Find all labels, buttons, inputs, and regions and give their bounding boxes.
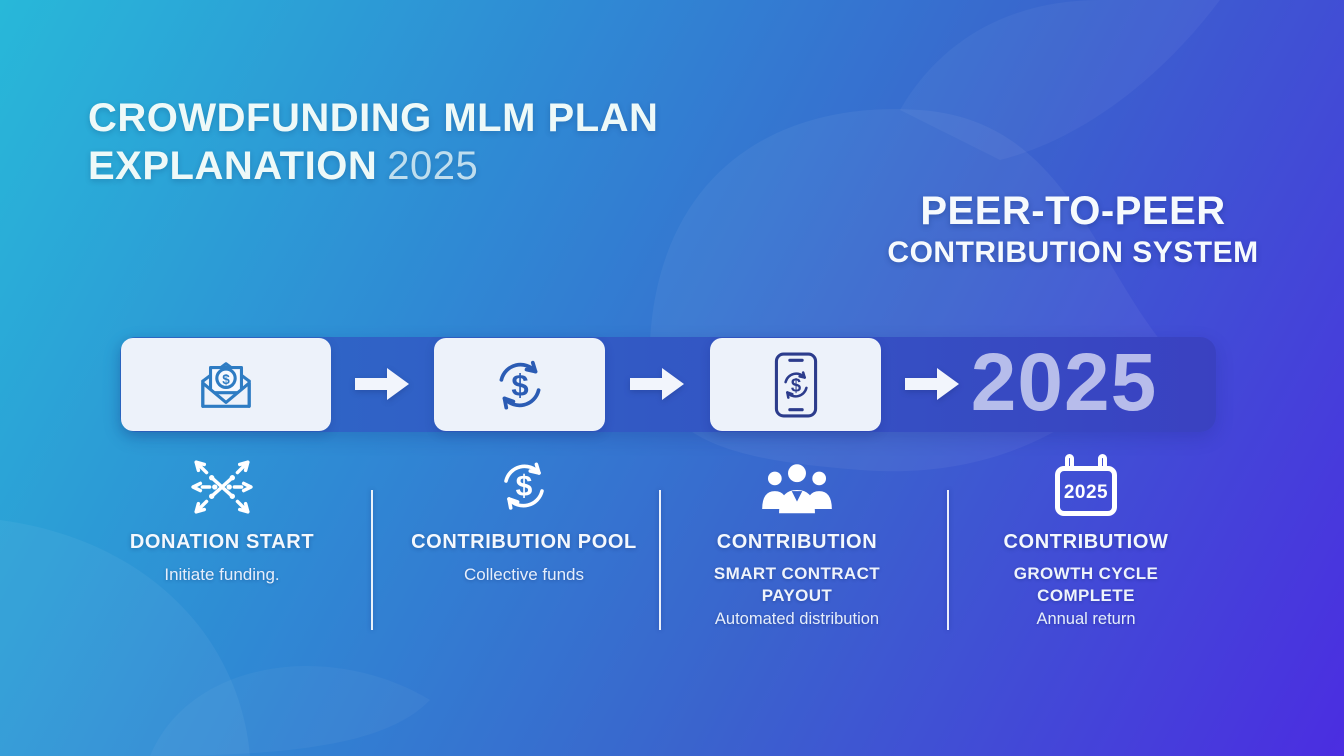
column-title: DONATION START <box>129 531 315 553</box>
dollar-cycle-icon: $ <box>384 450 664 516</box>
dollar-glyph: $ <box>222 372 230 387</box>
calendar-body: 2025 <box>1055 466 1117 516</box>
dollar-glyph: $ <box>516 470 533 503</box>
title-line-1: CROWDFUNDING MLM PLAN <box>88 96 659 140</box>
title-line-2-text: EXPLANATION <box>88 144 378 188</box>
network-arrows-icon <box>82 450 362 516</box>
column-donation-start: DONATION START Initiate funding. <box>82 450 362 585</box>
column-description: Annual return <box>1036 610 1136 628</box>
column-contribution-pool: $ CONTRIBUTION POOL Collective funds <box>384 450 664 585</box>
timeline-step-donation: $ <box>121 338 331 431</box>
column-description: Collective funds <box>463 565 584 584</box>
column-contribution: CONTRIBUTION SMART CONTRACT PAYOUT Autom… <box>657 450 937 629</box>
column-description: Automated distribution <box>714 610 880 628</box>
headline-line-2: CONTRIBUTION SYSTEM <box>887 236 1259 269</box>
timeline-year: 2025 <box>970 337 1158 428</box>
column-divider <box>371 490 373 630</box>
right-arrow-icon <box>901 362 963 406</box>
column-subtitle: GROWTH CYCLE COMPLETE <box>1013 564 1159 605</box>
column-title: CONTRIBUTION POOL <box>411 531 637 553</box>
column-subtitle: SMART CONTRACT PAYOUT <box>713 564 881 605</box>
headline: PEER-TO-PEER CONTRIBUTION SYSTEM <box>883 188 1263 272</box>
people-group-icon <box>657 450 937 516</box>
column-description: Initiate funding. <box>164 565 280 584</box>
column-divider <box>947 490 949 630</box>
dollar-glyph: $ <box>790 374 800 395</box>
calendar-year: 2025 <box>1063 481 1109 503</box>
column-title: CONTRIBUTION <box>716 531 878 553</box>
dollar-glyph: $ <box>511 367 528 402</box>
headline-line-1: PEER-TO-PEER <box>920 189 1226 233</box>
right-arrow-icon <box>626 362 688 406</box>
envelope-dollar-icon: $ <box>201 361 251 408</box>
column-divider <box>659 490 661 630</box>
dollar-cycle-icon: $ <box>499 360 540 409</box>
timeline-step-payout: $ <box>710 338 881 431</box>
right-arrow-icon <box>351 362 413 406</box>
timeline-step-pool: $ <box>434 338 605 431</box>
column-growth-cycle: 2025 CONTRIBUTIOW GROWTH CYCLE COMPLETE … <box>946 450 1226 629</box>
title-year: 2025 <box>387 144 479 188</box>
column-title: CONTRIBUTIOW <box>1003 531 1169 553</box>
calendar-icon: 2025 <box>946 450 1226 516</box>
phone-dollar-icon: $ <box>774 352 817 417</box>
